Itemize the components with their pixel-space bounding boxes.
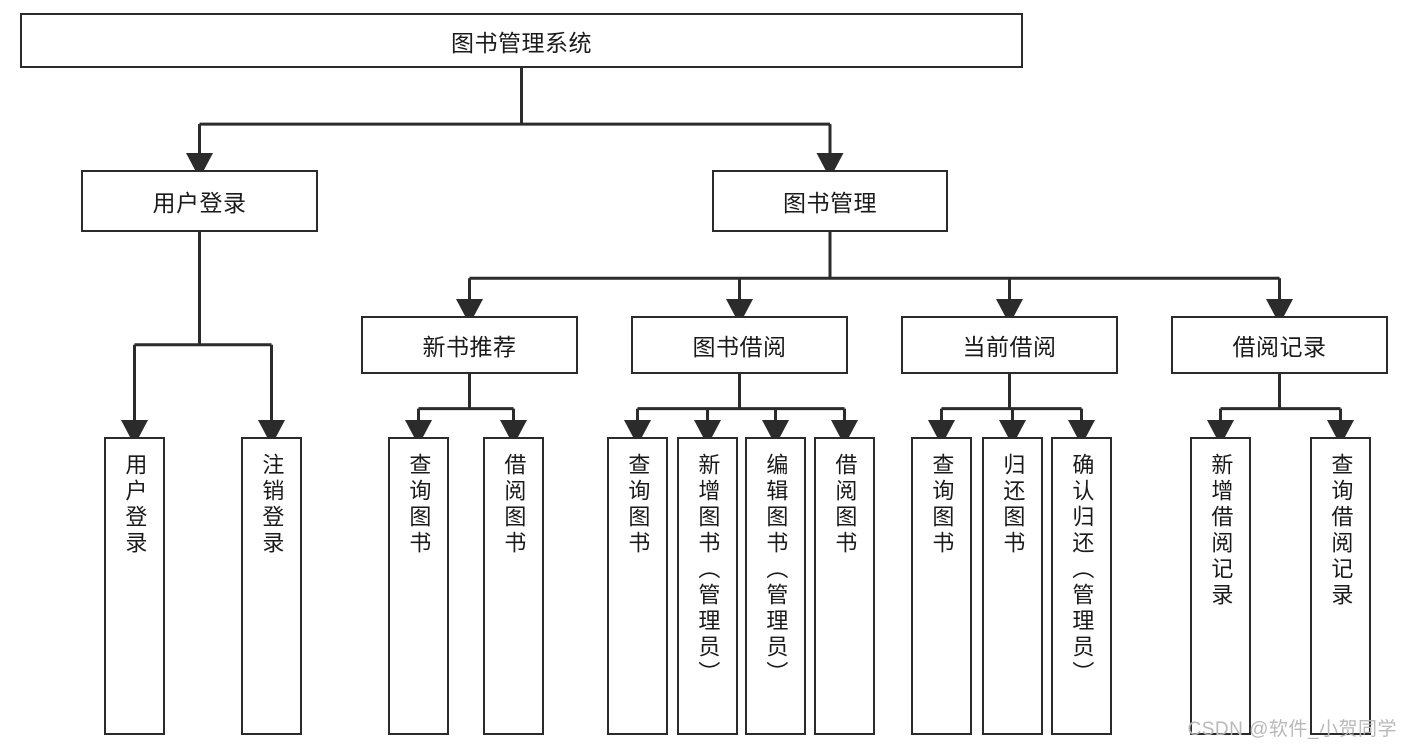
node-leaf-return-book[interactable]: 归还图书 [982,437,1043,735]
node-book-borrow[interactable]: 图书借阅 [631,316,848,374]
node-leaf-borrow-book-2-label: 借阅图书 [832,453,858,557]
node-leaf-query-record[interactable]: 查询借阅记录 [1310,437,1371,735]
node-book-manage[interactable]: 图书管理 [712,170,948,232]
node-book-borrow-label: 图书借阅 [692,334,787,360]
node-leaf-query-book-2[interactable]: 查询图书 [607,437,668,735]
node-leaf-query-book-3-label: 查询图书 [929,453,955,557]
node-user-login-label: 用户登录 [152,190,247,216]
node-leaf-borrow-book-1[interactable]: 借阅图书 [483,437,544,735]
node-new-book-recommend[interactable]: 新书推荐 [361,316,578,374]
node-leaf-query-book-3[interactable]: 查询图书 [911,437,972,735]
node-leaf-query-book-1[interactable]: 查询图书 [388,437,449,735]
node-leaf-logout-label: 注销登录 [259,453,285,557]
node-leaf-borrow-book-1-label: 借阅图书 [501,453,527,557]
node-leaf-edit-book-label: 编辑图书（管理员） [763,453,789,687]
node-leaf-user-login-label: 用户登录 [122,453,148,557]
node-leaf-user-login[interactable]: 用户登录 [104,437,165,735]
node-root-label: 图书管理系统 [451,29,592,56]
node-leaf-add-book-label: 新增图书（管理员） [695,453,721,687]
node-leaf-add-book[interactable]: 新增图书（管理员） [677,437,738,735]
node-borrow-record-label: 借阅记录 [1232,334,1327,360]
node-leaf-confirm-return[interactable]: 确认归还（管理员） [1051,437,1112,735]
node-leaf-edit-book[interactable]: 编辑图书（管理员） [745,437,806,735]
node-leaf-confirm-return-label: 确认归还（管理员） [1069,453,1095,687]
node-leaf-borrow-book-2[interactable]: 借阅图书 [814,437,875,735]
node-leaf-add-record[interactable]: 新增借阅记录 [1190,437,1251,735]
node-leaf-query-book-2-label: 查询图书 [625,453,651,557]
node-current-borrow[interactable]: 当前借阅 [901,316,1118,374]
node-root[interactable]: 图书管理系统 [20,13,1023,68]
watermark: CSDN @软件_小贺同学 [1187,719,1397,740]
node-leaf-add-record-label: 新增借阅记录 [1208,453,1234,609]
node-leaf-logout[interactable]: 注销登录 [241,437,302,735]
node-leaf-query-record-label: 查询借阅记录 [1328,453,1354,609]
node-leaf-query-book-1-label: 查询图书 [406,453,432,557]
node-user-login[interactable]: 用户登录 [81,170,318,232]
node-borrow-record[interactable]: 借阅记录 [1171,316,1388,374]
node-new-book-recommend-label: 新书推荐 [422,334,517,360]
node-current-borrow-label: 当前借阅 [962,334,1057,360]
node-book-manage-label: 图书管理 [783,190,877,216]
node-leaf-return-book-label: 归还图书 [1000,453,1026,557]
